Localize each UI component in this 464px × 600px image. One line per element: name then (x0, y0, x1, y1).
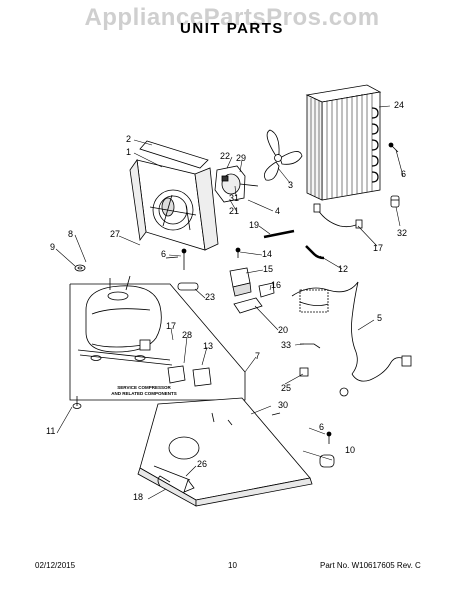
service-note: SERVICE COMPRESSOR AND RELATED COMPONENT… (96, 385, 192, 397)
callout-14: 14 (262, 249, 273, 259)
callout-23: 23 (205, 292, 216, 302)
service-compressor-box (69, 283, 246, 401)
callout-13: 13 (203, 341, 214, 351)
clip-23-drawing (177, 282, 199, 291)
callout-29: 29 (236, 153, 247, 163)
callout-5: 5 (377, 313, 383, 323)
clip-drawing (299, 343, 321, 377)
cap-drawing (390, 195, 400, 208)
callout-26: 26 (197, 459, 208, 469)
callout-16: 16 (271, 280, 282, 290)
callout-10: 10 (345, 445, 356, 455)
callout-9: 9 (50, 242, 56, 252)
callout-28: 28 (182, 330, 193, 340)
callout-3: 3 (288, 180, 294, 190)
callout-30: 30 (278, 400, 289, 410)
grommet-drawing (72, 264, 86, 409)
fitting-drawing (319, 431, 335, 468)
callout-32: 32 (397, 228, 408, 238)
relay-drawing (229, 247, 275, 314)
callout-20: 20 (278, 325, 289, 335)
callout-2: 2 (126, 134, 132, 144)
callout-19: 19 (249, 220, 260, 230)
callout-17-harness: 17 (373, 243, 384, 253)
base-pan-drawing (137, 397, 313, 507)
wire-harness-drawing (291, 281, 412, 397)
capillary-tube-drawing (263, 229, 325, 260)
callout-7: 7 (255, 351, 261, 361)
service-note-line1: SERVICE COMPRESSOR (117, 385, 171, 390)
callout-22: 22 (220, 151, 231, 161)
start-relay-drawing (167, 365, 212, 387)
leader-lines (55, 105, 404, 500)
callout-4: 4 (275, 206, 281, 216)
callout-11: 11 (46, 426, 56, 436)
page-title: UNIT PARTS (180, 20, 284, 37)
callout-12: 12 (338, 264, 349, 274)
service-note-line2: AND RELATED COMPONENTS (111, 391, 177, 396)
callout-33: 33 (281, 340, 292, 350)
callout-1: 1 (126, 147, 132, 157)
fan-motor-drawing (214, 165, 259, 203)
callout-6-base: 6 (319, 422, 325, 432)
callout-24: 24 (394, 100, 405, 110)
callout-6-shroud: 6 (161, 249, 167, 259)
callout-18: 18 (133, 492, 144, 502)
watermark: AppliancePartsPros.com (84, 4, 380, 31)
footer-part-number: Part No. W10617605 Rev. C (320, 561, 421, 570)
screw-drawing (388, 142, 399, 153)
harness-17-drawing (313, 203, 363, 229)
fan-shroud-drawing (129, 140, 219, 251)
callout-27: 27 (110, 229, 121, 239)
footer-date: 02/12/2015 (35, 561, 76, 570)
compressor-drawing (77, 275, 173, 366)
callout-6-condenser: 6 (401, 169, 407, 179)
fan-blade-drawing (263, 129, 303, 181)
callout-8: 8 (68, 229, 74, 239)
callout-31: 31 (229, 193, 240, 203)
callout-25: 25 (281, 383, 292, 393)
callout-21: 21 (229, 206, 240, 216)
condenser-drawing (305, 84, 382, 201)
callout-15: 15 (263, 264, 274, 274)
callout-17-relay: 17 (166, 321, 177, 331)
screw-left-drawing (165, 248, 187, 270)
footer-page-number: 10 (228, 561, 237, 570)
